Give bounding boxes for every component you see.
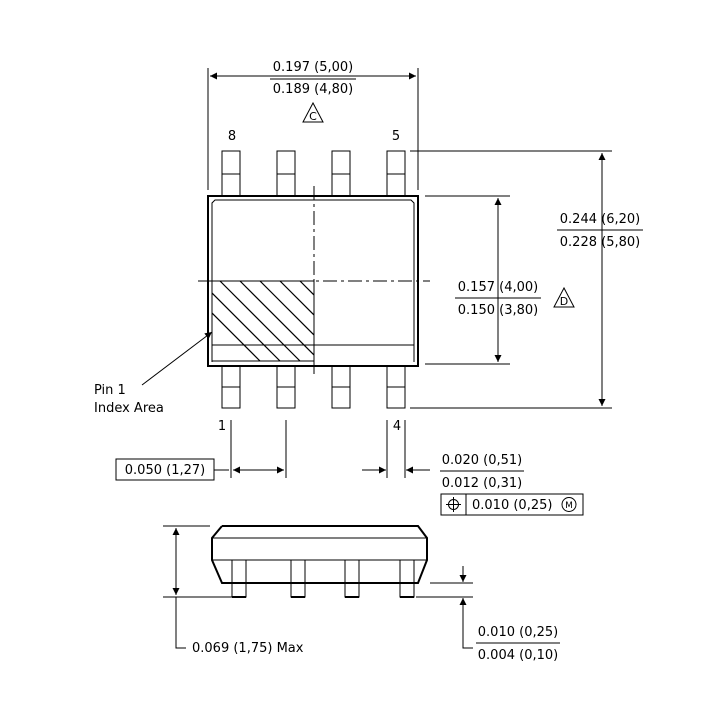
side-lead-2	[290, 559, 306, 598]
mmc-modifier-icon: M	[561, 497, 577, 512]
pin-number-1: 1	[218, 419, 226, 434]
pitch-basic-box	[115, 458, 215, 481]
top-leads	[221, 150, 406, 197]
side-view: 0.069 (1,75) Max 0.010 (0,25) 0.004 (0,1…	[163, 525, 560, 663]
leadwidth-max-label: 0.020 (0,51)	[442, 453, 522, 468]
position-icon	[446, 497, 461, 512]
package-body	[198, 186, 430, 374]
tolerance-value: 0.010 (0,25)	[472, 498, 552, 513]
standoff-min-label: 0.004 (0,10)	[478, 648, 558, 663]
width-min-label: 0.189 (4,80)	[273, 82, 353, 97]
pin1-index-area	[211, 280, 315, 362]
span-max-label: 0.244 (6,20)	[560, 212, 640, 227]
height-leader	[175, 597, 186, 649]
side-lead-4	[399, 559, 415, 598]
body-min-label: 0.150 (3,80)	[458, 303, 538, 318]
pin1-label-line1: Pin 1	[94, 383, 126, 398]
datum-c-triangle: C	[302, 101, 324, 123]
body-bevel-line	[212, 344, 415, 362]
side-lead-1	[231, 559, 247, 598]
pin-number-4: 4	[393, 419, 401, 434]
width-max-label: 0.197 (5,00)	[273, 60, 353, 75]
position-tolerance-frame: 0.010 (0,25) M	[440, 493, 584, 516]
standoff-leader	[462, 614, 473, 649]
body-inner-outline	[211, 199, 415, 362]
pin1-label-line2: Index Area	[94, 401, 164, 416]
datum-d-letter: D	[560, 295, 568, 308]
pin-number-5: 5	[392, 129, 400, 144]
datum-c-letter: C	[309, 110, 317, 123]
height-label: 0.069 (1,75) Max	[192, 641, 304, 656]
leadwidth-min-label: 0.012 (0,31)	[442, 476, 522, 491]
mmc-letter: M	[565, 501, 573, 511]
pitch-label: 0.050 (1,27)	[125, 463, 205, 478]
side-leads	[231, 559, 415, 598]
pin-number-8: 8	[228, 129, 236, 144]
top-view: 0.197 (5,00) 0.189 (4,80) C 8 5	[94, 60, 643, 516]
span-min-label: 0.228 (5,80)	[560, 235, 640, 250]
pin1-leader	[141, 331, 213, 386]
side-lead-3	[344, 559, 360, 598]
datum-d-triangle: D	[553, 286, 575, 308]
side-body-outline	[211, 525, 428, 584]
pin1-hatch	[212, 281, 314, 361]
standoff-max-label: 0.010 (0,25)	[478, 625, 558, 640]
body-max-label: 0.157 (4,00)	[458, 280, 538, 295]
